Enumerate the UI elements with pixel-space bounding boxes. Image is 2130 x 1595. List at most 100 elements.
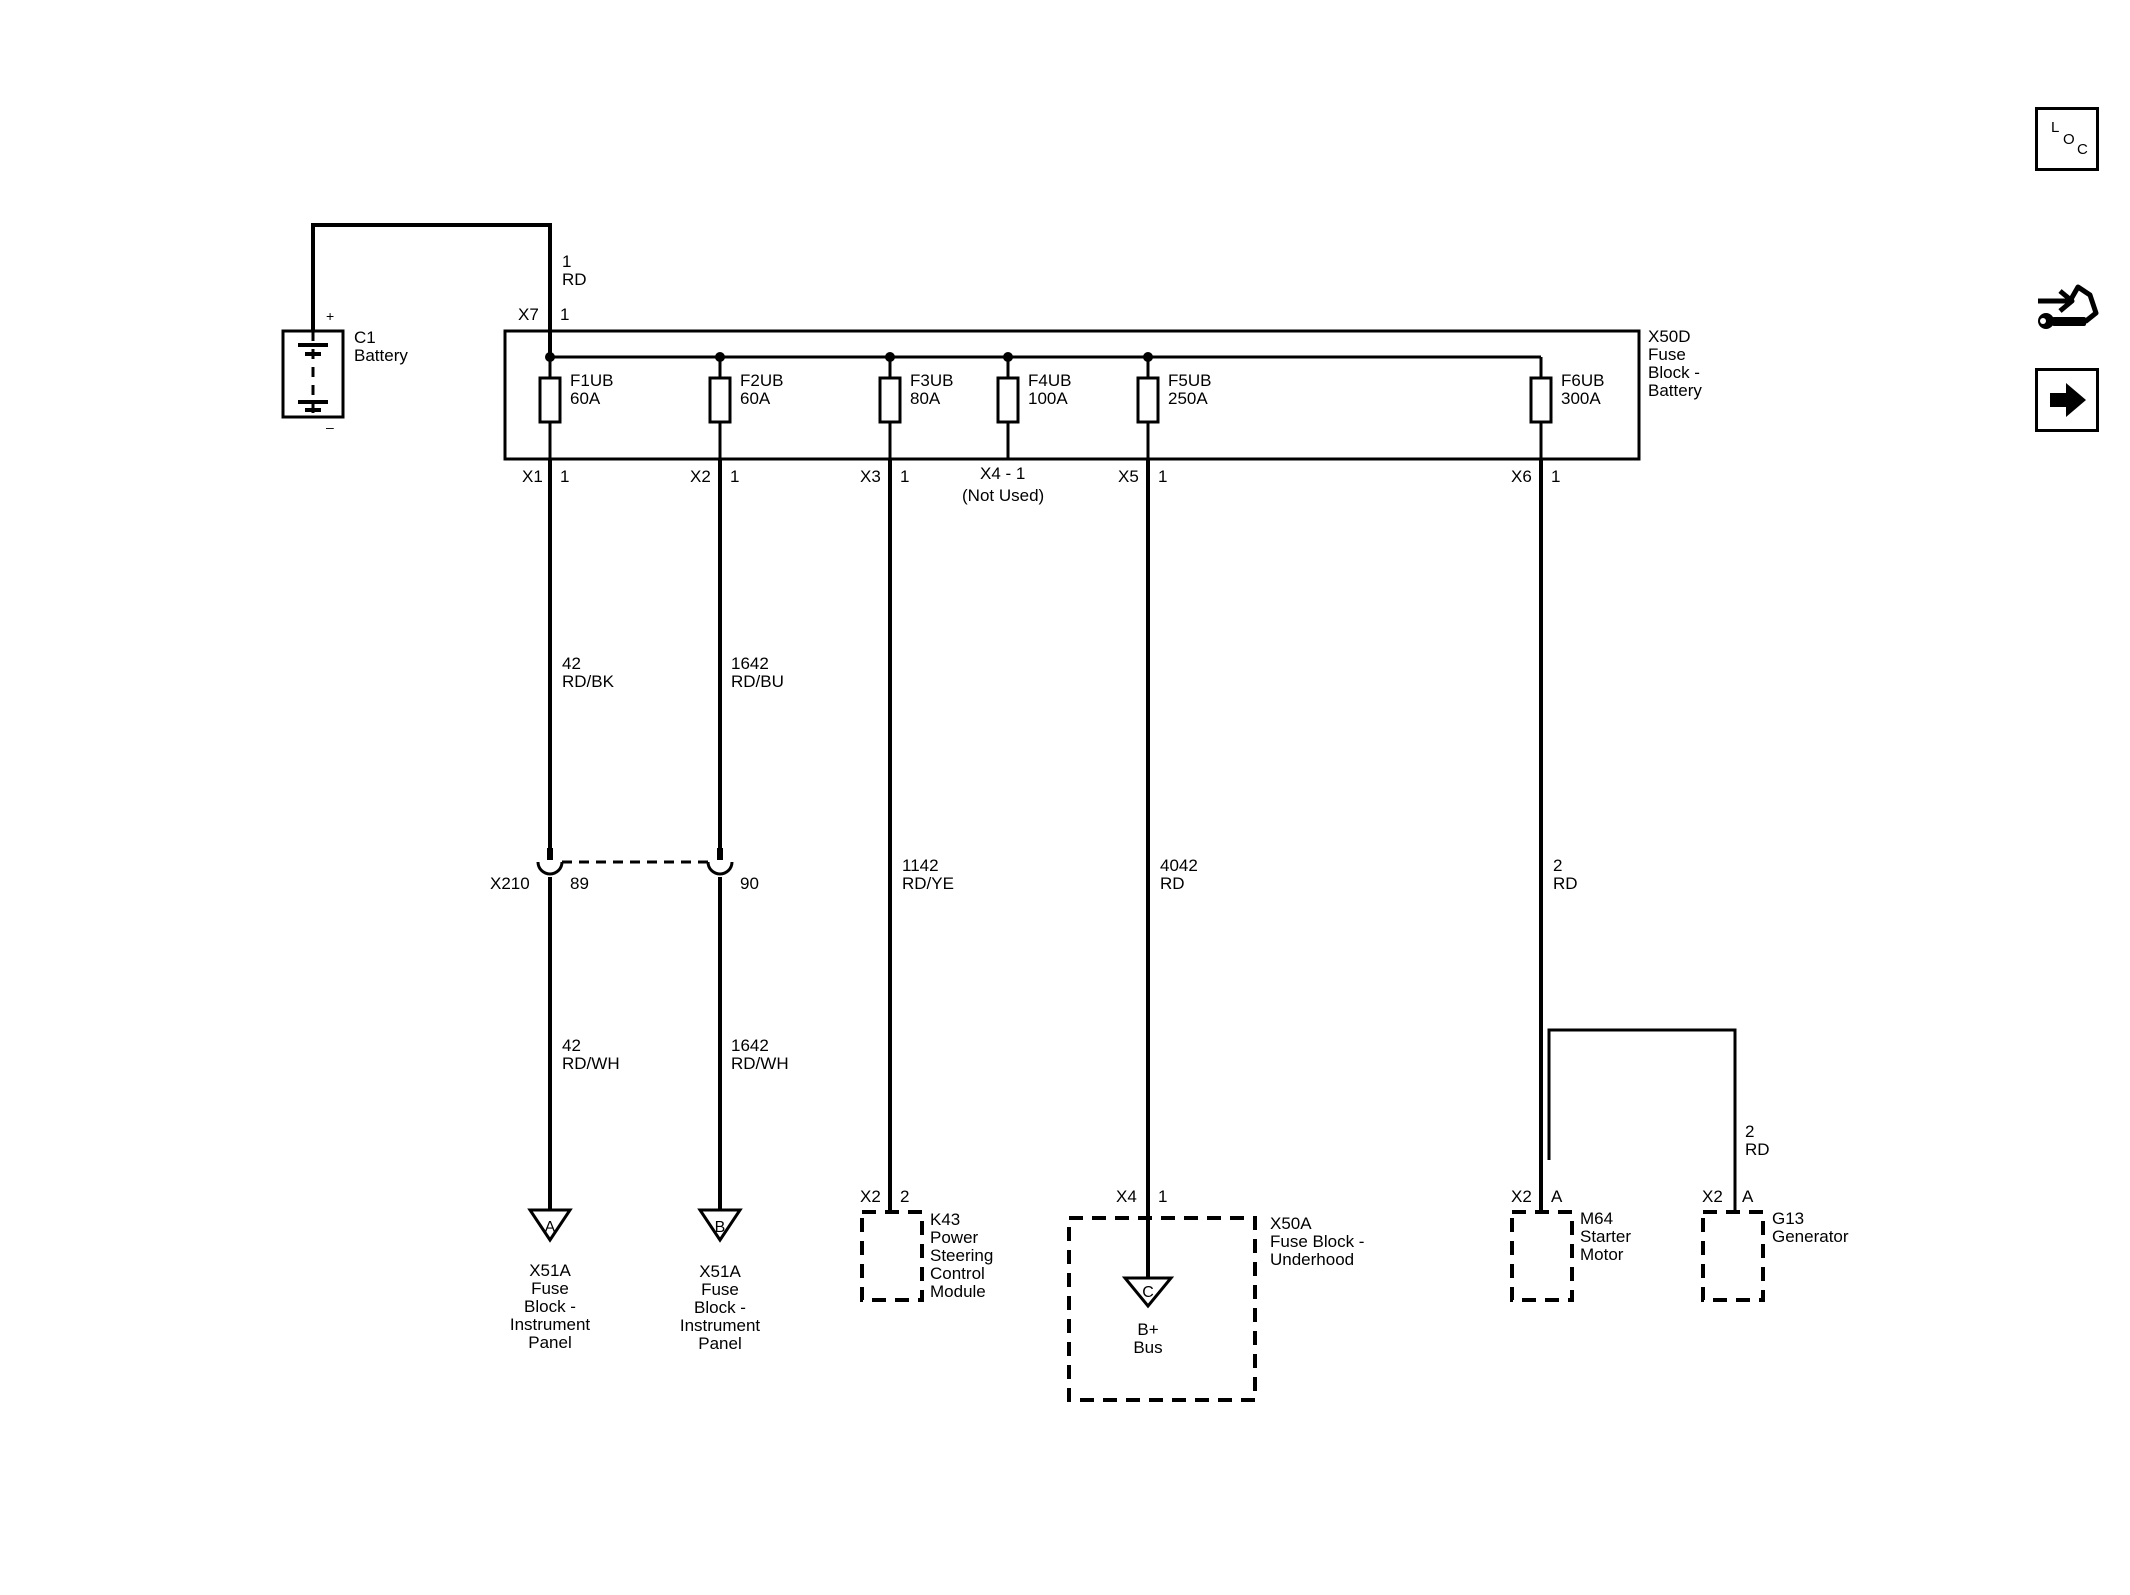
x50a-outline (1067, 1216, 1257, 1402)
conn-x5-pin: 1 (1158, 467, 1167, 486)
wire-2-main-circuit: 2 (1553, 856, 1562, 875)
fuse-f5ub-name: F5UB (1168, 371, 1211, 390)
wire-2-gen-circuit: 2 (1745, 1122, 1754, 1141)
conn-x4-note: (Not Used) (962, 486, 1044, 505)
x210-pin-89: 89 (570, 874, 589, 893)
loc-letter-c: C (2077, 141, 2088, 158)
conn-x2-pin: 1 (730, 467, 739, 486)
wire-4042-color: RD (1160, 874, 1185, 893)
fuse-f6ub (1529, 376, 1553, 424)
fuse-f1ub-name: F1UB (570, 371, 613, 390)
terminal-a-line-1: X51A (529, 1261, 571, 1280)
fuse-f5ub (1136, 376, 1160, 424)
terminal-a-line-5: Panel (528, 1333, 571, 1352)
m64-conn: X2 (1511, 1187, 1532, 1206)
k43-line-2: Steering (930, 1246, 993, 1265)
wire-2-gen-color: RD (1745, 1140, 1770, 1159)
fuse-block-name-3: Battery (1648, 381, 1702, 400)
g13-line-1: Generator (1772, 1227, 1849, 1246)
fuse-block-name-2: Block - (1648, 363, 1700, 382)
x50a-conn: X4 (1116, 1187, 1137, 1206)
terminal-b-line-1: X51A (699, 1262, 741, 1281)
m64-line-2: Motor (1580, 1245, 1624, 1264)
fuse-f4ub-rating: 100A (1028, 389, 1068, 408)
k43-pin: 2 (900, 1187, 909, 1206)
g13-outline (1701, 1210, 1765, 1302)
conn-x2: X2 (690, 467, 711, 486)
fuse-f3ub-rating: 80A (910, 389, 941, 408)
terminal-b-line-4: Instrument (680, 1316, 761, 1335)
loc-button[interactable]: L O C (2035, 107, 2099, 171)
k43-line-4: Module (930, 1282, 986, 1301)
terminal-b-line-2: Fuse (701, 1280, 739, 1299)
x50a-line-2: Underhood (1270, 1250, 1354, 1269)
k43-line-3: Control (930, 1264, 985, 1283)
terminal-b-line-3: Block - (694, 1298, 746, 1317)
fuse-f1ub (538, 376, 562, 424)
x50a-line-1: Fuse Block - (1270, 1232, 1364, 1251)
x50a-ref: X50A (1270, 1214, 1312, 1233)
fuse-f2ub-name: F2UB (740, 371, 783, 390)
terminal-a-line-2: Fuse (531, 1279, 569, 1298)
conn-x1: X1 (522, 467, 543, 486)
feed-pin: 1 (560, 305, 569, 324)
k43-ref: K43 (930, 1210, 960, 1229)
wire-1642-upper-circuit: 1642 (731, 654, 769, 673)
loc-letter-o: O (2063, 131, 2075, 148)
junction-dots (545, 352, 1153, 362)
terminal-c-symbol (1121, 1276, 1175, 1309)
terminal-b-line-5: Panel (698, 1334, 741, 1353)
fuse-block-ref: X50D (1648, 327, 1691, 346)
wire-1642-lower-circuit: 1642 (731, 1036, 769, 1055)
feed-color: RD (562, 270, 587, 289)
fuse-f4ub (996, 376, 1020, 424)
inline-connector-x210 (536, 848, 734, 876)
conn-x1-pin: 1 (560, 467, 569, 486)
fuse-f2ub (708, 376, 732, 424)
battery-symbol (281, 329, 345, 419)
g13-ref: G13 (1772, 1209, 1804, 1228)
wire-1642-upper-color: RD/BU (731, 672, 784, 691)
fuse-f6ub-name: F6UB (1561, 371, 1604, 390)
bus-line-1: B+ (1137, 1320, 1158, 1339)
conn-x4: X4 - 1 (980, 464, 1025, 483)
m64-ref: M64 (1580, 1209, 1613, 1228)
terminal-a-line-4: Instrument (510, 1315, 591, 1334)
fuse-f6ub-rating: 300A (1561, 389, 1601, 408)
wire-4042-circuit: 4042 (1160, 856, 1198, 875)
terminal-c-letter: C (1142, 1284, 1154, 1301)
x50a-pin: 1 (1158, 1187, 1167, 1206)
fuse-block-outline (503, 329, 1641, 461)
k43-line-1: Power (930, 1228, 979, 1247)
service-icon (2038, 284, 2099, 329)
terminal-b-symbol (697, 1208, 743, 1243)
wire-2-generator (1547, 1028, 1737, 1212)
m64-line-1: Starter (1580, 1227, 1631, 1246)
fuse-f3ub (878, 376, 902, 424)
battery-feed-wire (311, 223, 552, 357)
battery-name: Battery (354, 346, 408, 365)
g13-conn: X2 (1702, 1187, 1723, 1206)
wire-42-lower-color: RD/WH (562, 1054, 620, 1073)
battery-ref: C1 (354, 328, 376, 347)
conn-x5: X5 (1118, 467, 1139, 486)
conn-x3: X3 (860, 467, 881, 486)
wire-42-lower-circuit: 42 (562, 1036, 581, 1055)
m64-outline (1510, 1210, 1574, 1302)
fuse-block-name-1: Fuse (1648, 345, 1686, 364)
k43-conn: X2 (860, 1187, 881, 1206)
terminal-a-letter: A (545, 1219, 556, 1236)
wire-2-main-color: RD (1553, 874, 1578, 893)
conn-x6-pin: 1 (1551, 467, 1560, 486)
wire-42-upper-color: RD/BK (562, 672, 615, 691)
loc-icon: L O C (2051, 119, 2088, 158)
terminal-a-symbol (527, 1208, 573, 1243)
x210-pin-90: 90 (740, 874, 759, 893)
conn-x3-pin: 1 (900, 467, 909, 486)
next-button[interactable] (2035, 368, 2099, 432)
battery-neg-mark: – (326, 419, 334, 435)
fuse-f2ub-rating: 60A (740, 389, 771, 408)
x210-ref: X210 (490, 874, 530, 893)
service-button[interactable] (2030, 273, 2102, 345)
